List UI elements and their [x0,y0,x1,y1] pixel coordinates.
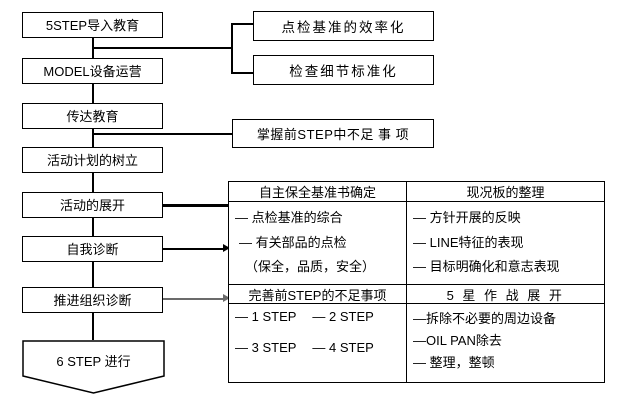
matrix-header-prior-step-gaps: 完善前STEP的不足事项 [229,284,406,304]
flow-step-label: 传达教育 [66,108,119,124]
flow-step-7[interactable]: 推进组织诊断 [22,287,163,313]
branch-top-lead-1 [231,23,254,25]
flow-step-label: 5STEP导入教育 [45,17,140,33]
matrix-list-item: — LINE特征的表现 [413,234,524,250]
matrix-header-status-board: 现况板的整理 [406,182,604,202]
matrix-list-item: （保全，品质，安全） [245,259,376,275]
branch-box-prior-step-gaps[interactable]: 掌握前STEP中不足 事 项 [232,119,434,148]
flow-step-label: 活动的展开 [59,197,125,213]
matrix-cell-five-star-items: —拆除不必要的周边设备 —OIL PAN除去 — 整理，整顿 [406,304,604,382]
flow-step-1[interactable]: 5STEP导入教育 [22,12,163,38]
matrix-list-item: — 1 STEP [235,309,297,324]
flow-step-2[interactable]: MODEL设备运营 [22,58,163,84]
flow-step-3[interactable]: 传达教育 [22,103,163,129]
connector-step7-matrix [163,298,225,300]
matrix-cell-status-board-items: — 方针开展的反映 — LINE特征的表现 — 目标明确化和意志表现 [406,202,604,284]
matrix-list-item: — 目标明确化和意志表现 [413,259,560,275]
matrix-header-autonomous-maintenance: 自主保全基准书确定 [229,182,406,202]
matrix-list-row: — 3 STEP — 4 STEP [235,339,400,356]
connector-step4-step5 [92,173,94,192]
flow-step-label: 推进组织诊断 [53,292,132,308]
matrix-list-item: —拆除不必要的周边设备 [413,310,557,326]
arrowhead-step7 [223,294,230,302]
matrix-cell-autonomous-items: — 点检基准的综合 — 有关部品的点检 （保全，品质，安全） [229,202,406,284]
matrix-list-item: — 方针开展的反映 [413,209,521,225]
branch-box-standardization[interactable]: 检查细节标准化 [253,55,434,85]
flow-terminator-shape [22,340,165,394]
matrix-list-item: — 整理，整顿 [413,354,495,370]
matrix-list-item: — 2 STEP [312,309,374,324]
matrix-list-item: — 点检基准的综合 [235,209,343,225]
branch-box-efficiency[interactable]: 点检基准的效率化 [253,11,434,41]
branch-top-bracket [231,23,233,73]
branch-box-label: 检查细节标准化 [289,64,398,79]
connector-step5-matrix [163,204,230,207]
branch-box-label: 掌握前STEP中不足 事 项 [256,127,410,142]
matrix-list-row: — 1 STEP — 2 STEP [235,309,400,325]
branch-top-stem [92,47,232,49]
branch-top-lead-2 [231,72,254,74]
connector-step6-matrix [163,248,225,250]
connector-step5-step6 [92,218,94,236]
flow-step-6[interactable]: 自我诊断 [22,236,163,262]
matrix-list-item: — 3 STEP [235,339,297,355]
connector-step7-terminator [92,313,94,340]
flow-step-5[interactable]: 活动的展开 [22,192,163,218]
matrix-header-five-star-campaign: 5 星 作 战 展 开 [406,284,604,304]
matrix-list-item: — 有关部品的点检 [239,234,347,250]
branch-box-label: 点检基准的效率化 [281,20,406,35]
flow-step-label: 自我诊断 [66,241,119,257]
branch-middle-stem [92,133,233,135]
matrix-list-item: — 4 STEP [312,339,374,355]
flow-step-label: MODEL设备运营 [43,63,142,79]
connector-step6-step7 [92,262,94,287]
matrix-list-item: —OIL PAN除去 [413,332,502,348]
flow-step-label: 活动计划的树立 [46,152,138,168]
flow-terminator-label: 6 STEP 进行 [56,353,131,369]
detail-matrix: 自主保全基准书确定 现况板的整理 — 点检基准的综合 — 有关部品的点检 （保全… [228,181,605,383]
connector-step3-step4 [92,129,94,147]
matrix-cell-step-gap-items: — 1 STEP — 2 STEP — 3 STEP — 4 STEP [229,304,406,382]
arrowhead-step6 [223,244,230,252]
flow-step-4[interactable]: 活动计划的树立 [22,147,163,173]
connector-step2-step3 [92,84,94,103]
